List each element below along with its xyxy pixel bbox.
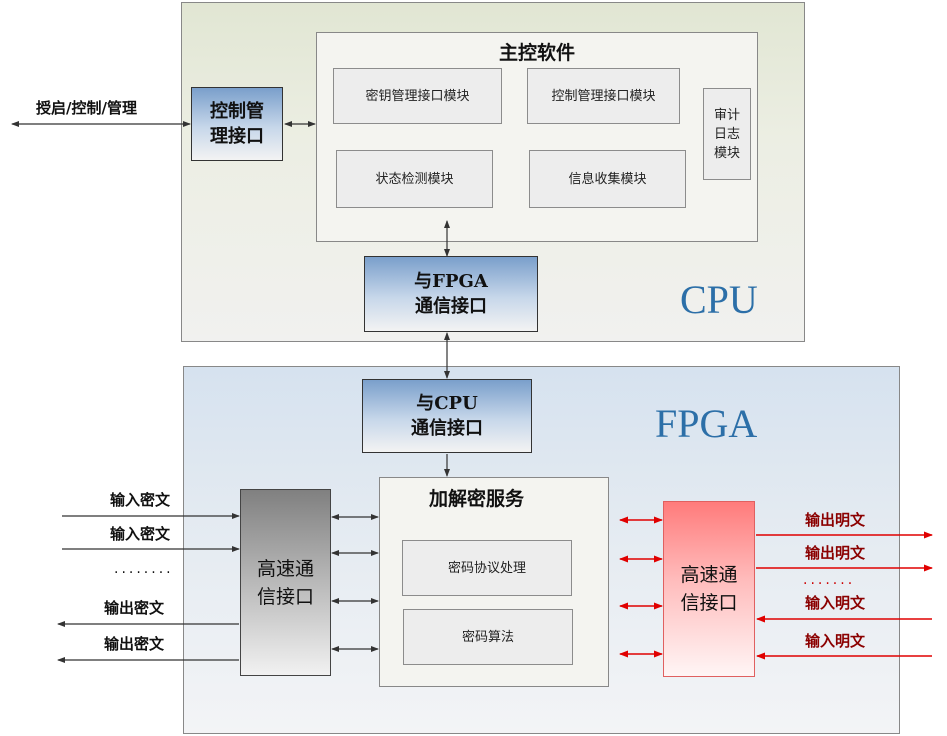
crypto-algorithm-module: 密码算法: [403, 609, 573, 665]
left-signal-label: 输出密文: [104, 599, 165, 617]
right-ellipsis: .......: [803, 572, 856, 588]
key-mgmt-module: 密钥管理接口模块: [333, 68, 502, 124]
ctrl-mgmt-interface: 控制管 理接口: [191, 87, 283, 161]
fpga-label: FPGA: [655, 401, 758, 446]
left-signal-label: 输出密文: [104, 635, 165, 653]
external-control-label: 授启/控制/管理: [36, 99, 137, 117]
left-highspeed-interface: 高速通 信接口: [240, 489, 331, 676]
audit-log-module: 审计 日志 模块: [703, 88, 751, 180]
status-detect-module: 状态检测模块: [336, 150, 493, 208]
crypto-protocol-module: 密码协议处理: [402, 540, 572, 596]
right-signal-label: 输入明文: [805, 594, 866, 612]
left-signal-label: 输入密文: [110, 491, 171, 509]
right-signal-label: 输出明文: [805, 511, 866, 529]
left-ellipsis: ........: [114, 561, 174, 577]
info-collect-module: 信息收集模块: [529, 150, 686, 208]
software-title: 主控软件: [498, 42, 575, 64]
cpu-label: CPU: [680, 277, 758, 322]
left-signal-label: 输入密文: [110, 525, 171, 543]
crypto-service-title: 加解密服务: [429, 488, 525, 510]
fpga-comm-interface: 与FPGA 通信接口: [364, 256, 538, 332]
right-highspeed-interface: 高速通 信接口: [663, 501, 755, 677]
right-signal-label: 输出明文: [805, 544, 866, 562]
ctrl-mgmt-module: 控制管理接口模块: [527, 68, 680, 124]
right-signal-label: 输入明文: [805, 632, 866, 650]
cpu-comm-interface: 与CPU 通信接口: [362, 379, 532, 453]
